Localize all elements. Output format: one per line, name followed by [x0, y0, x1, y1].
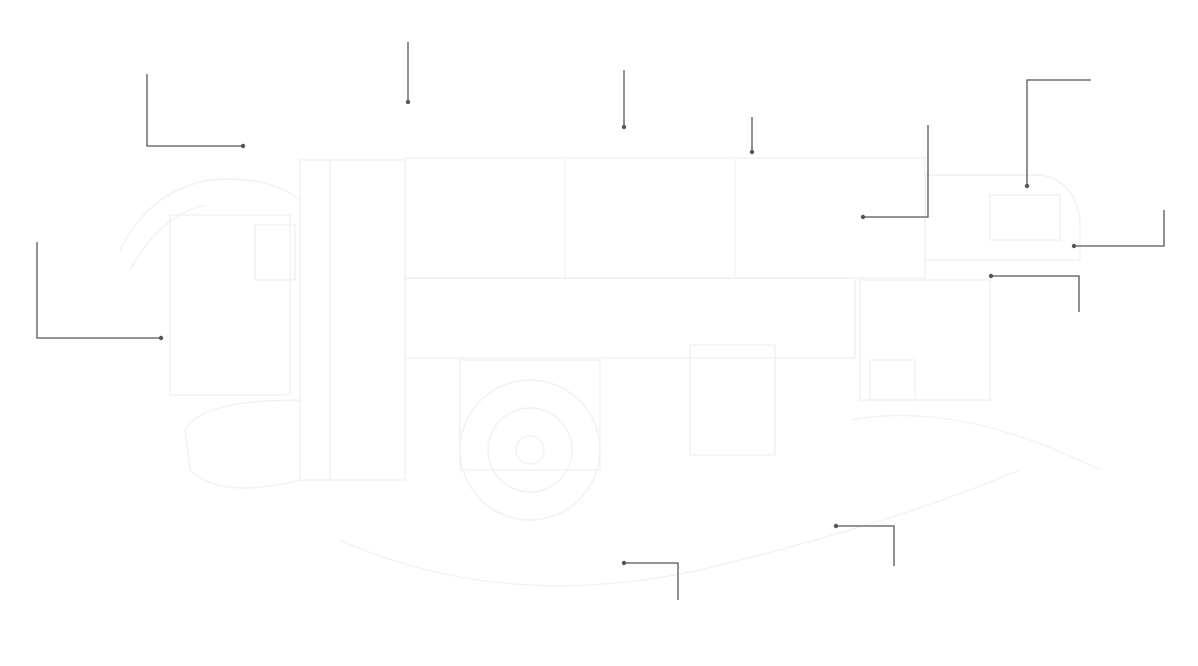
- leader-line: [146, 74, 243, 147]
- leader-line: [836, 525, 895, 566]
- ghost-wheel-hub: [515, 435, 545, 465]
- callout-11: [621, 560, 679, 600]
- ghost-right-grill: [869, 359, 916, 401]
- callout-9: [36, 242, 164, 341]
- ghost-lower-left: [184, 399, 301, 489]
- anchor-dot: [1071, 243, 1077, 249]
- callout-3: [621, 70, 627, 130]
- callout-2: [405, 42, 411, 105]
- anchor-dot: [621, 560, 627, 566]
- anchor-dot: [158, 335, 164, 341]
- ghost-cab: [924, 174, 1081, 261]
- anchor-dot: [860, 214, 866, 220]
- callout-1: [146, 74, 246, 149]
- ghost-tower: [299, 159, 406, 481]
- callout-8: [988, 273, 1080, 312]
- ghost-left-window: [254, 224, 296, 281]
- callout-6: [1024, 79, 1091, 189]
- ghost-arch-inner: [129, 204, 206, 271]
- ghost-illustration: [119, 157, 1101, 587]
- ghost-door: [689, 344, 776, 456]
- ghost-ground-curve: [339, 469, 1021, 587]
- ghost-cab-window: [989, 194, 1061, 241]
- callout-leaders: [36, 42, 1165, 600]
- callout-7: [1071, 210, 1165, 249]
- leader-line: [863, 125, 929, 218]
- ghost-wheel-outer: [459, 379, 601, 521]
- anchor-dot: [405, 99, 411, 105]
- callout-4: [749, 117, 755, 155]
- ghost-arch: [119, 178, 301, 251]
- callout-10: [833, 523, 895, 566]
- leader-line: [991, 275, 1080, 312]
- anchor-dot: [1024, 183, 1030, 189]
- anchor-dot: [833, 523, 839, 529]
- ghost-wheel-housing: [459, 359, 601, 471]
- leader-line: [36, 242, 161, 339]
- anchor-dot: [621, 124, 627, 130]
- ghost-right-block: [859, 279, 991, 401]
- anchor-dot: [749, 149, 755, 155]
- ghost-right-curve: [849, 414, 1101, 471]
- anchor-dot: [240, 143, 246, 149]
- callout-5: [860, 125, 929, 220]
- ghost-body-top: [404, 157, 926, 279]
- ghost-wheel-mid: [487, 407, 573, 493]
- leader-line: [1074, 210, 1165, 247]
- ghost-chassis: [404, 277, 856, 359]
- leader-line: [624, 562, 679, 600]
- leader-line: [1026, 79, 1091, 186]
- ghost-left-panel: [169, 214, 291, 396]
- anchor-dot: [988, 273, 994, 279]
